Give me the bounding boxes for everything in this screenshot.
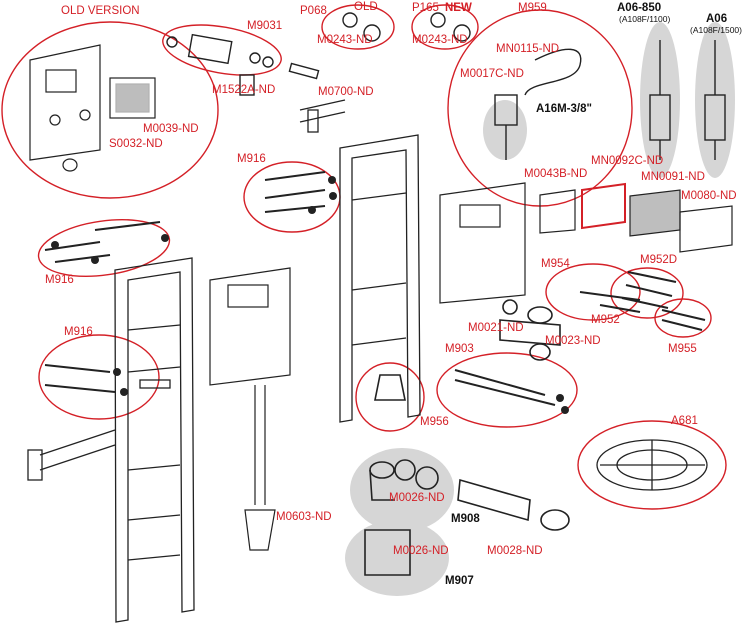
label-old: OLD [354, 1, 378, 13]
callout-m955 [654, 298, 712, 338]
label-m0080: M0080-ND [681, 190, 737, 202]
label-m0043b: M0043B-ND [524, 168, 588, 180]
label-p068: P068 [300, 5, 327, 17]
label-m0039: M0039-ND [143, 123, 199, 135]
label-m0243-right: M0243-ND [412, 34, 468, 46]
anchor-bolts [44, 171, 556, 406]
label-a108f-1100: (A108F/1100) [619, 14, 671, 24]
frame-right [299, 99, 421, 423]
label-new: NEW [445, 2, 472, 14]
label-mn0092c: MN0092C-ND [591, 155, 664, 167]
callout-m956 [355, 362, 425, 432]
label-a06-850: A06-850 [617, 2, 662, 14]
label-a681: A681 [671, 415, 698, 427]
label-m952: M952 [591, 314, 620, 326]
cistern-middle [209, 267, 291, 551]
label-m0021: M0021-ND [468, 322, 524, 334]
callout-m916-left [37, 219, 171, 277]
label-m954: M954 [541, 258, 570, 270]
callout-a681 [577, 420, 727, 510]
callout-m903 [436, 352, 578, 428]
label-a16m: A16M-3/8" [536, 103, 592, 115]
label-m955: M955 [668, 343, 697, 355]
fill-valves [649, 40, 726, 160]
label-m907: M907 [445, 575, 474, 587]
callout-old-version [1, 21, 219, 199]
highlight-m907 [345, 520, 449, 596]
label-a108f-1500: (A108F/1500) [690, 25, 742, 35]
label-s0032: S0032-ND [109, 138, 163, 150]
m959-valve [494, 48, 582, 160]
label-m0026-top: M0026-ND [389, 492, 445, 504]
callout-m916-bottom [38, 334, 160, 420]
label-m908: M908 [451, 513, 480, 525]
label-m0017c: M0017C-ND [460, 68, 524, 80]
label-m903: M903 [445, 343, 474, 355]
flush-plates [539, 182, 733, 253]
highlight-a16m [483, 100, 527, 160]
bowl-connectors [364, 299, 570, 576]
label-m956: M956 [420, 416, 449, 428]
cistern-right [439, 182, 526, 304]
callout-m9031 [162, 24, 282, 76]
label-m9031: M9031 [247, 20, 283, 32]
label-p165: P165 [412, 2, 439, 14]
label-m916-left: M916 [45, 274, 74, 286]
small-parts [166, 12, 471, 96]
cistern-old [29, 44, 156, 172]
label-m1522a: M1522A-ND [212, 84, 276, 96]
callout-m916-top [243, 161, 341, 233]
callout-p068 [321, 4, 395, 50]
label-m0028: M0028-ND [487, 545, 543, 557]
label-m0700: M0700-ND [318, 86, 374, 98]
label-a06: A06 [706, 13, 728, 25]
label-m0026-bottom: M0026-ND [393, 545, 449, 557]
highlight-m908 [350, 448, 454, 532]
label-m0243-left: M0243-ND [317, 34, 373, 46]
label-m959: M959 [518, 2, 547, 14]
label-m916-top: M916 [237, 153, 266, 165]
label-m916-bottom: M916 [64, 326, 93, 338]
label-mn0091: MN0091-ND [641, 171, 705, 183]
frame-left [27, 257, 195, 623]
a681-support [596, 439, 708, 491]
callout-p165 [411, 4, 479, 50]
washers [51, 176, 569, 414]
label-m0603: M0603-ND [276, 511, 332, 523]
m95x-parts [579, 271, 706, 331]
callout-m952d [610, 267, 684, 319]
label-old-version: OLD VERSION [61, 5, 140, 17]
label-m952d: M952D [640, 254, 678, 266]
callout-m954 [545, 263, 641, 321]
label-mn0115: MN0115-ND [496, 43, 560, 55]
label-m0023: M0023-ND [545, 335, 601, 347]
